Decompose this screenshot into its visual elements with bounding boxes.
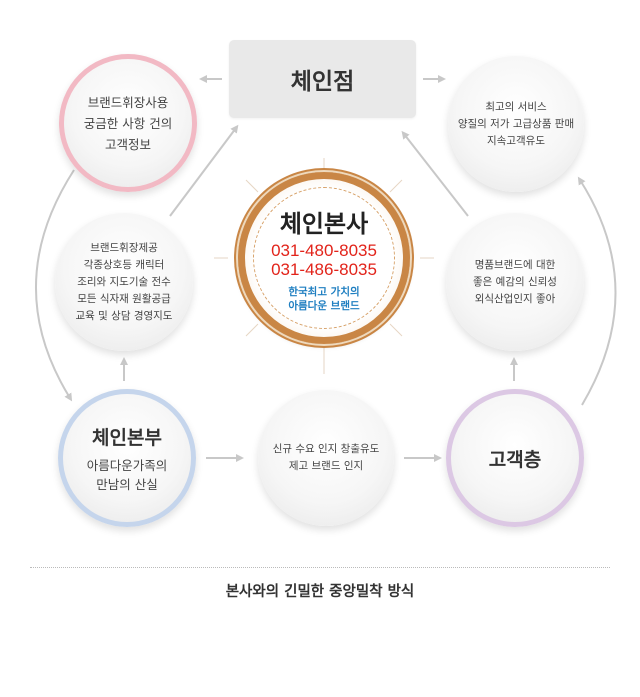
chain-store-title: 체인점 [290,68,355,95]
service-circle: 최고의 서비스 양질의 저가 고급상품 판매 지속고객유도 [448,56,584,192]
arrow-brand-to-division [35,169,75,402]
brand-usage-line: 고객정보 [104,136,151,152]
hq-inner-ring [253,187,395,329]
support-line: 교육 및 상담 경영지도 [75,309,173,322]
hq-phone-2: 031-486-8035 [271,259,377,279]
chain-division-circle: 체인본부 아름다운가족의 만남의 산실 [58,389,196,527]
hq-slogan-line: 아름다운 브랜드 [288,299,360,312]
chain-division-line: 아름다운가족의 [86,457,168,473]
recognition-circle: 신규 수요 인지 창출유도 제고 브랜드 인지 [258,390,394,526]
service-line: 양질의 저가 고급상품 판매 [457,117,575,130]
trust-line: 명품브랜드에 대한 [474,258,556,271]
hq-title: 체인본사 [279,208,369,238]
arrow-customers-to-service [577,176,617,406]
hq-slogan: 한국최고 가치의 아름다운 브랜드 [288,285,359,313]
customers-circle: 고객층 [446,389,584,527]
brand-usage-circle: 브랜드휘장사용 궁금한 사항 건의 고객정보 [59,54,197,192]
support-line: 모든 식자재 원활공급 [77,292,171,305]
chain-division-line: 만남의 산실 [96,476,158,492]
recognition-line: 신규 수요 인지 창출유도 [272,443,380,455]
caption-divider [30,567,610,568]
chain-division-title: 체인본부 [92,426,162,449]
support-circle: 브랜드휘장제공 각종상호등 캐릭터 조리와 지도기술 전수 모든 식자재 원활공… [55,213,193,351]
brand-usage-line: 궁금한 사항 건의 [83,115,173,131]
hq-rays [214,158,434,374]
service-line: 최고의 서비스 [485,100,547,113]
support-line: 각종상호등 캐릭터 [83,258,165,271]
recognition-line: 제고 브랜드 인지 [288,460,364,472]
arrow-trust-to-service [401,130,469,217]
diagram-caption: 본사와의 긴밀한 중앙밀착 방식 [225,583,415,600]
trust-line: 좋은 예감의 신뢰성 [473,275,557,288]
support-line: 브랜드휘장제공 [90,241,158,254]
chain-store-box: 체인점 [229,40,416,118]
customers-title: 고객층 [488,448,542,471]
service-line: 지속고객유도 [487,134,545,147]
trust-line: 외식산업인지 좋아 [474,292,556,305]
trust-circle: 명품브랜드에 대한 좋은 예감의 신뢰성 외식산업인지 좋아 [446,213,584,351]
hq-slogan-line: 한국최고 가치의 [288,285,360,298]
support-line: 조리와 지도기술 전수 [77,275,171,288]
brand-usage-line: 브랜드휘장사용 [87,94,169,110]
headquarters-badge: 체인본사 031-480-8035 031-486-8035 한국최고 가치의 … [238,172,410,344]
hq-phone-1: 031-480-8035 [271,240,377,260]
arrow-support-to-chain [169,124,239,217]
